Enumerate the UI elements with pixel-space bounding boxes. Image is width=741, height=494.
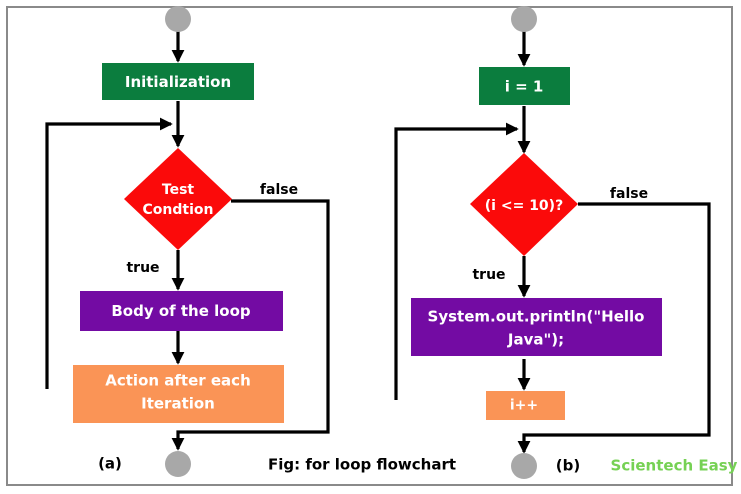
edge-label-false-a: false [260,182,298,198]
test-condition-diamond-b[interactable] [470,153,578,256]
initialization-box-b[interactable] [479,67,570,105]
end-terminator-a [165,451,191,477]
edge-label-true-b: true [472,267,505,283]
edge-false-to-end-b [517,202,711,454]
edge-label-true-a: true [126,260,159,276]
iteration-action-box-a[interactable] [73,365,284,423]
end-terminator-b [511,453,537,479]
figure-caption: Fig: for loop flowchart [268,456,456,474]
initialization-box-a[interactable] [102,63,254,100]
edge-label-false-b: false [610,186,648,202]
edge-false-to-end-a [171,199,330,451]
loop-body-box-b[interactable] [411,298,662,356]
initialization-box-b-label: i = 1 [505,78,544,96]
test-condition-diamond-a-line-0: Test [162,182,195,198]
panel-label-a: (a) [98,455,122,473]
edge-loopback-b [394,122,519,400]
test-condition-diamond-a-line-1: Condtion [143,202,214,218]
test-condition-diamond-b-line-0: (i <= 10)? [485,198,563,214]
iteration-action-box-a-line-0: Action after each [105,372,251,390]
loop-body-box-a[interactable] [80,291,283,331]
panel-label-b: (b) [556,457,580,475]
edge-loopback-a [45,117,173,389]
loop-body-box-b-line-0: System.out.println("Hello [428,308,645,326]
iteration-action-box-a-line-1: Iteration [141,395,215,413]
start-terminator-b [511,6,537,32]
brand-watermark: Scientech Easy [611,457,738,475]
initialization-box-a-label: Initialization [125,73,231,91]
start-terminator-a [165,6,191,32]
test-condition-diamond-a[interactable] [124,148,232,250]
iteration-action-box-b-line-0: i++ [510,398,538,414]
loop-body-box-a-line-0: Body of the loop [111,302,251,320]
iteration-action-box-b[interactable] [486,391,565,420]
loop-body-box-b-line-1: Java"); [507,331,564,349]
